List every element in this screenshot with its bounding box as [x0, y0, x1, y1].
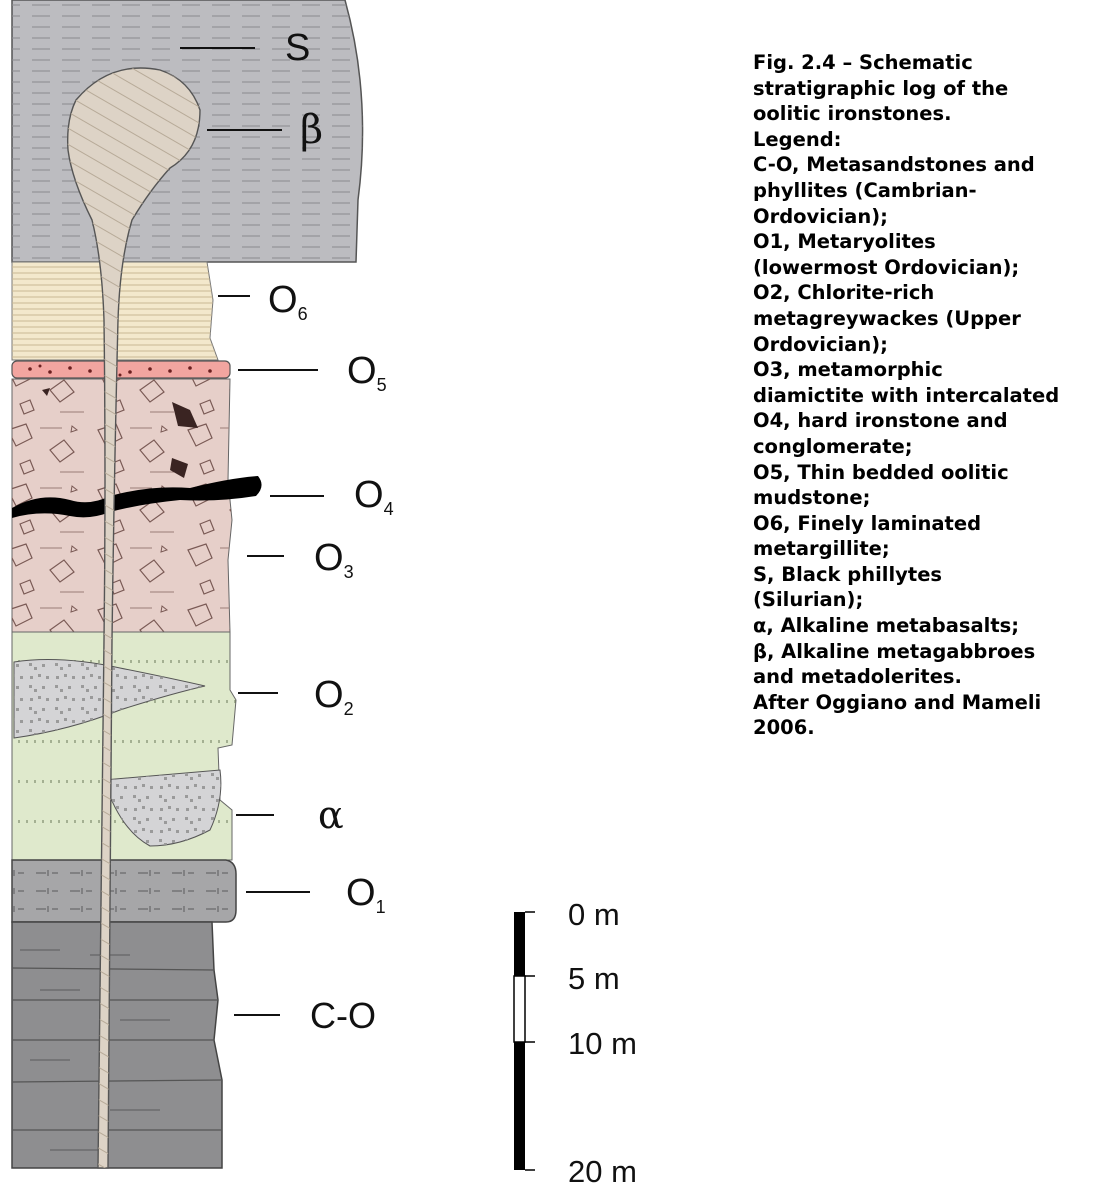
layer-o1 [12, 860, 236, 922]
label-o5: O5 [347, 350, 387, 395]
scale-label-0: 0 m [568, 897, 620, 932]
caption-line: O3, metamorphic [753, 357, 1093, 383]
caption-line: O5, Thin bedded oolitic [753, 460, 1093, 486]
label-o2: O2 [314, 674, 354, 719]
layer-co [12, 922, 222, 1168]
label-o3: O3 [314, 537, 354, 582]
caption-line: (lowermost Ordovician); [753, 255, 1093, 281]
caption-line: Fig. 2.4 – Schematic [753, 50, 1093, 76]
caption-line: metargillite; [753, 536, 1093, 562]
scale-bar [514, 912, 535, 1170]
caption-line: After Oggiano and Mameli [753, 690, 1093, 716]
caption-line: S, Black phillytes [753, 562, 1093, 588]
caption-line: Ordovician); [753, 332, 1093, 358]
scale-label-5: 5 m [568, 961, 620, 996]
caption-line: Ordovician); [753, 204, 1093, 230]
label-alpha: α [318, 793, 344, 837]
caption-line: O4, hard ironstone and [753, 408, 1093, 434]
layer-o2 [12, 632, 236, 860]
caption-line: 2006. [753, 715, 1093, 741]
figure-caption: Fig. 2.4 – Schematic stratigraphic log o… [753, 50, 1093, 741]
label-beta: β [300, 107, 323, 153]
stratigraphic-column [12, 0, 363, 1168]
caption-line: (Silurian); [753, 587, 1093, 613]
caption-line: and metadolerites. [753, 664, 1093, 690]
caption-line: mudstone; [753, 485, 1093, 511]
caption-line: O1, Metaryolites [753, 229, 1093, 255]
layer-o5 [12, 361, 230, 378]
label-s: S [285, 27, 310, 69]
caption-line: α, Alkaline metabasalts; [753, 613, 1093, 639]
label-o4: O4 [354, 474, 394, 519]
scale-label-20: 20 m [568, 1154, 637, 1187]
caption-line: O2, Chlorite-rich [753, 280, 1093, 306]
caption-line: metagreywackes (Upper [753, 306, 1093, 332]
caption-line: oolitic ironstones. [753, 101, 1093, 127]
caption-line: C-O, Metasandstones and [753, 152, 1093, 178]
caption-line: β, Alkaline metagabbroes [753, 639, 1093, 665]
caption-line: O6, Finely laminated [753, 511, 1093, 537]
label-o1: O1 [346, 872, 386, 917]
scale-label-10: 10 m [568, 1026, 637, 1061]
label-co: C-O [310, 995, 376, 1036]
caption-line: Legend: [753, 127, 1093, 153]
label-o6: O6 [268, 279, 308, 324]
caption-line: phyllites (Cambrian- [753, 178, 1093, 204]
caption-line: diamictite with intercalated [753, 383, 1093, 409]
caption-line: stratigraphic log of the [753, 76, 1093, 102]
caption-line: conglomerate; [753, 434, 1093, 460]
